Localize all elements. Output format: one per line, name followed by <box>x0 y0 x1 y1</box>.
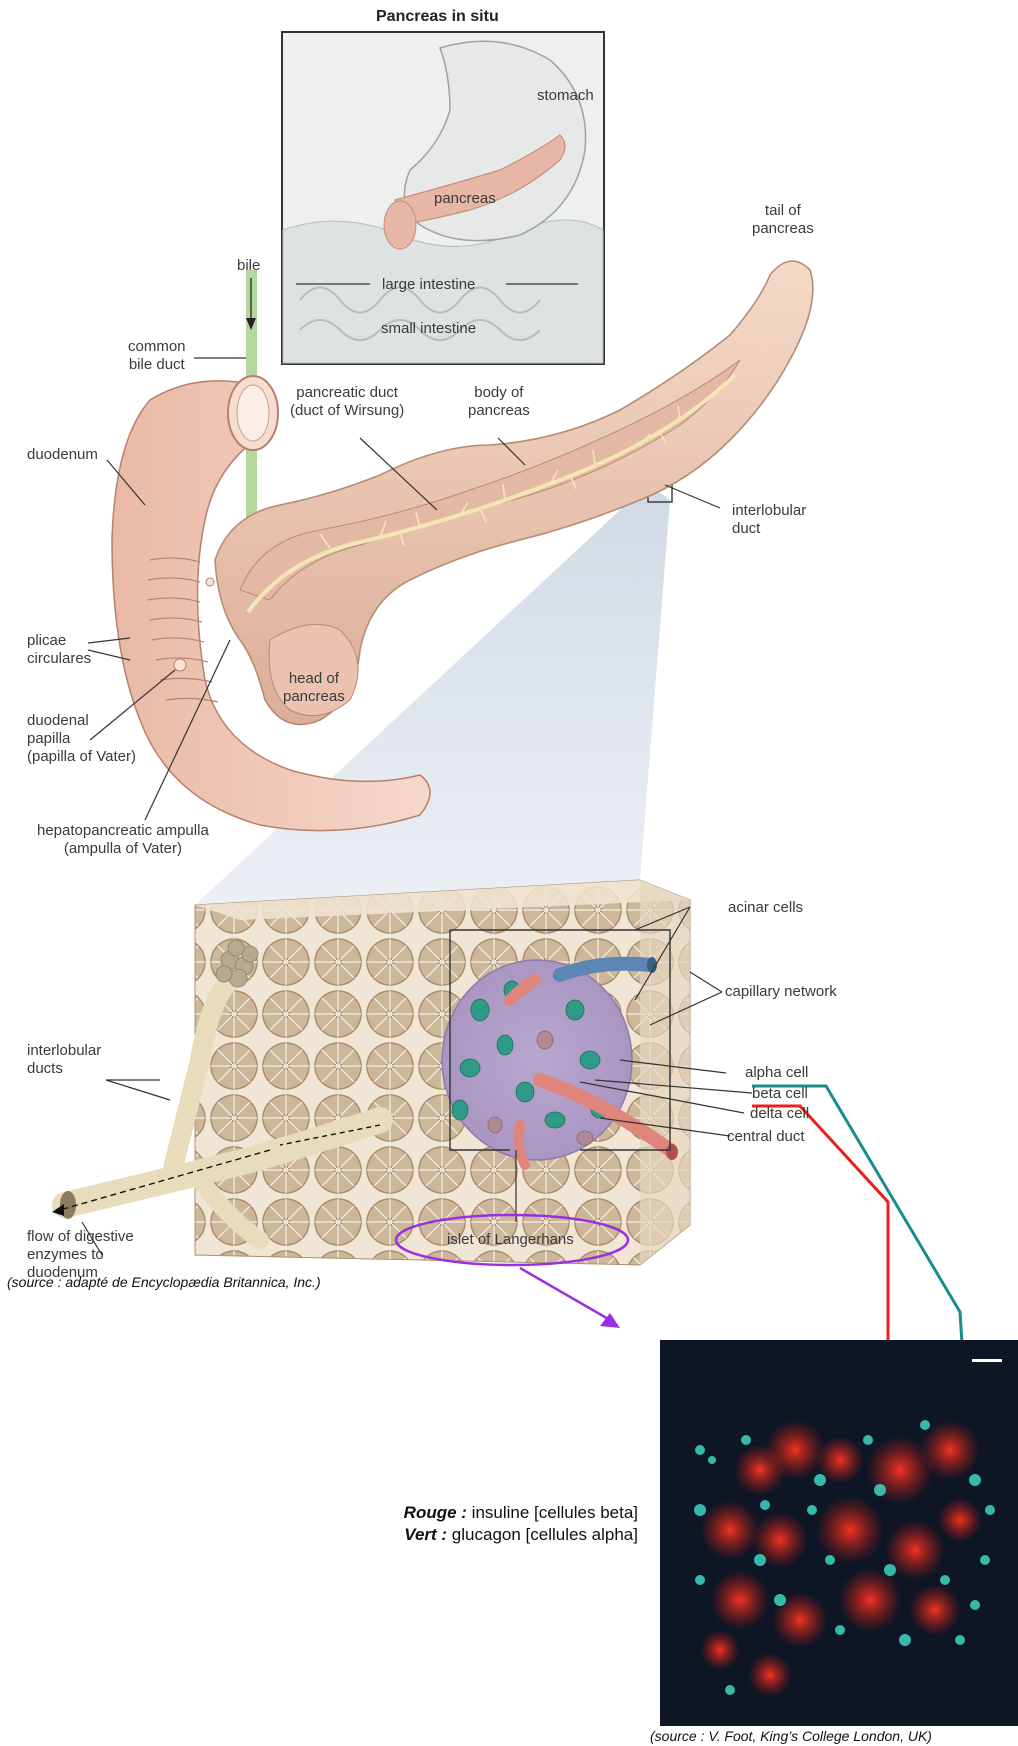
legend-red: Rouge : insuline [cellules beta] <box>404 1502 638 1524</box>
label-hepatopancreatic-ampulla: hepatopancreatic ampulla(ampulla of Vate… <box>37 822 209 858</box>
inset-title: Pancreas in situ <box>376 8 499 26</box>
label-beta-cell: beta cell <box>752 1085 808 1103</box>
source-foot: (source : V. Foot, King’s College London… <box>650 1728 932 1744</box>
label-acinar-cells: acinar cells <box>728 899 803 917</box>
label-pancreatic-duct: pancreatic duct(duct of Wirsung) <box>290 384 404 420</box>
source-britannica: (source : adapté de Encyclopædia Britann… <box>7 1274 321 1290</box>
legend-green: Vert : glucagon [cellules alpha] <box>404 1524 638 1546</box>
tissue-block <box>52 880 690 1265</box>
label-stomach: stomach <box>537 87 594 105</box>
label-capillary-network: capillary network <box>725 983 837 1001</box>
label-alpha-cell: alpha cell <box>745 1064 808 1082</box>
label-duodenum: duodenum <box>27 446 98 464</box>
label-bile: bile <box>237 257 260 275</box>
scale-bar <box>972 1359 1002 1362</box>
fluorescence-legend: Rouge : insuline [cellules beta] Vert : … <box>404 1502 638 1546</box>
label-islet-of-langerhans: islet of Langerhans <box>447 1231 574 1249</box>
label-small-intestine: small intestine <box>381 320 476 338</box>
label-large-intestine: large intestine <box>382 276 475 294</box>
label-inset-pancreas: pancreas <box>434 190 496 208</box>
label-central-duct: central duct <box>727 1128 805 1146</box>
microscopy-image <box>660 1340 1018 1726</box>
label-delta-cell: delta cell <box>750 1105 809 1123</box>
